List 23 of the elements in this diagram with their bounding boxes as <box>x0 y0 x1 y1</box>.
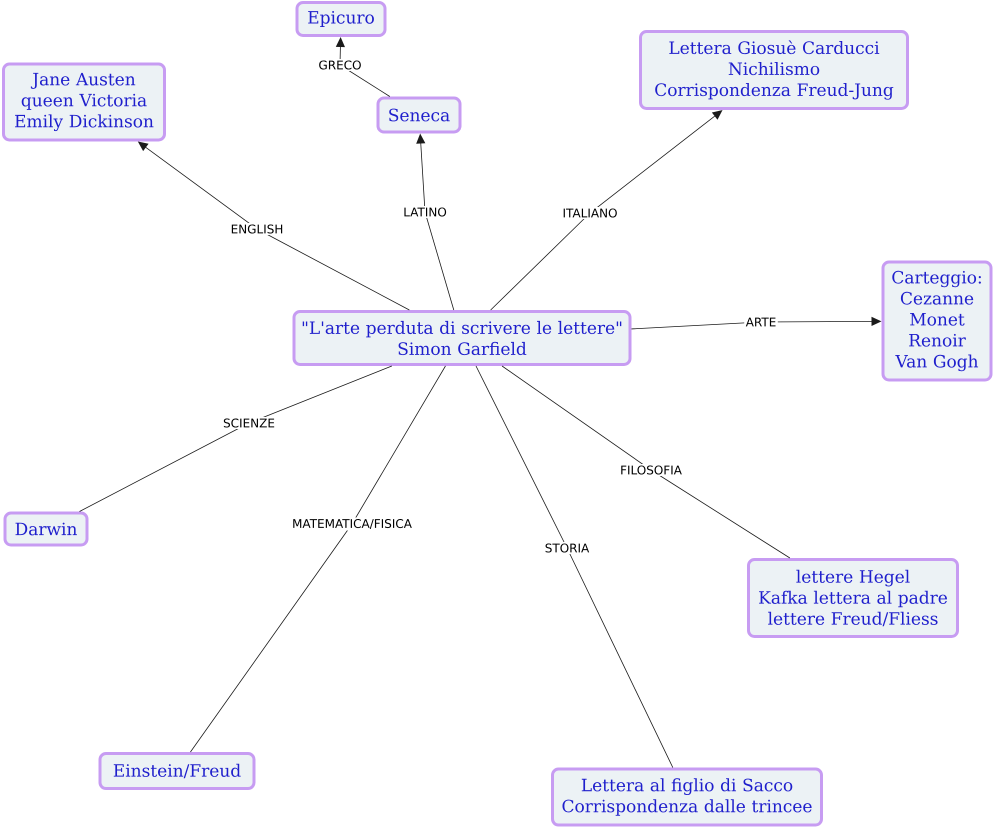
edge-label: LATINO <box>402 206 448 218</box>
concept-box: Jane Austen queen Victoria Emily Dickinson <box>2 62 166 142</box>
concept-box: Einstein/Freud <box>98 752 256 790</box>
concept-box: Carteggio: Cezanne Monet Renoir Van Gogh <box>882 260 992 382</box>
connector-line <box>190 366 446 752</box>
connector-line <box>79 366 392 512</box>
connector-line <box>502 366 790 558</box>
concept-box: Lettera Giosuè Carducci Nichilismo Corrispondenza Freud-Jung <box>639 30 909 110</box>
edge-label: GRECO <box>316 58 364 72</box>
concept-box: Lettera al figlio di Sacco Corrispondenza dalle trincee <box>551 768 823 826</box>
concept-box: lettere Hegel Kafka lettera al padre lettere Freud/Fliess <box>747 558 959 638</box>
connector-line <box>476 366 674 768</box>
concept-box: Epicuro <box>296 1 386 37</box>
concept-box: Darwin <box>4 512 88 546</box>
edge-label: FILOSOFIA <box>618 464 684 476</box>
edge-label: MATEMATICA/FISICA <box>290 518 414 531</box>
edge-label: SCIENZE <box>222 416 276 430</box>
edge-label: STORIA <box>543 542 591 554</box>
edge-label: ENGLISH <box>229 222 285 236</box>
edge-label: ITALIANO <box>561 206 619 220</box>
concept-box: Seneca <box>376 96 462 134</box>
edge-label: ARTE <box>744 316 778 328</box>
concept-box: "L'arte perduta di scrivere le lettere" Simon Garfield <box>292 310 632 366</box>
